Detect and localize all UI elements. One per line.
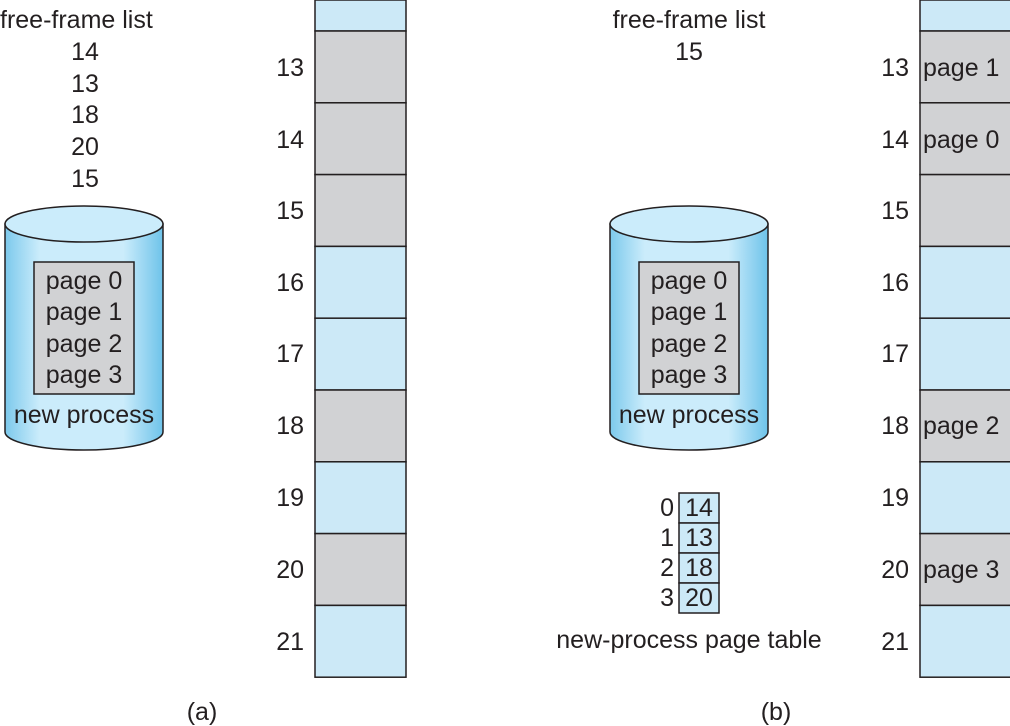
free-frame-a-4: 15 — [71, 165, 99, 193]
free-frame-list-title-a: free-frame list — [0, 6, 153, 34]
memory-frame-18 — [314, 389, 407, 463]
disk-page-a-3: page 3 — [45, 361, 123, 389]
disk-page-b-3: page 3 — [650, 361, 728, 389]
memory-frame-14 — [314, 102, 407, 176]
frame-number-b-15: 15 — [881, 197, 909, 225]
disk-page-b-1: page 1 — [650, 298, 728, 326]
page-table-frame-2: 18 — [685, 554, 713, 582]
frame-number-a-14: 14 — [276, 126, 304, 154]
frame-number-b-17: 17 — [881, 340, 909, 368]
memory-frame-21 — [314, 604, 407, 678]
memory-frame-13 — [314, 30, 407, 104]
frame-number-b-18: 18 — [881, 412, 909, 440]
disk-label-a: new process — [13, 401, 155, 429]
memory-frame-16 — [919, 245, 1010, 319]
disk-cylinder-b — [609, 205, 769, 451]
page-table-index-1: 1 — [660, 524, 674, 552]
memory-frame-21 — [919, 604, 1010, 678]
frame-number-a-20: 20 — [276, 556, 304, 584]
free-frame-a-2: 18 — [71, 101, 99, 129]
memory-frame-17 — [919, 317, 1010, 391]
memory-frame-19 — [314, 461, 407, 535]
disk-page-a-0: page 0 — [45, 267, 123, 295]
frame-number-b-16: 16 — [881, 269, 909, 297]
memory-frames-b — [919, 0, 1010, 678]
free-frame-a-0: 14 — [71, 38, 99, 66]
caption-a: (a) — [186, 698, 218, 726]
frame-content-b-18: page 2 — [923, 412, 1000, 440]
memory-frame-18 — [919, 389, 1010, 463]
memory-frame-19 — [919, 461, 1010, 535]
memory-frame-16 — [314, 245, 407, 319]
page-table-frame-1: 13 — [685, 524, 713, 552]
memory-frame-15 — [919, 173, 1010, 248]
free-frame-a-1: 13 — [71, 70, 99, 98]
disk-cylinder-a — [4, 205, 164, 451]
page-table-grid — [678, 492, 720, 614]
memory-frame-20 — [919, 532, 1010, 607]
memory-frame-13 — [919, 30, 1010, 104]
frame-content-b-20: page 3 — [923, 556, 1000, 584]
frame-content-b-13: page 1 — [923, 54, 1000, 82]
memory-frames-a — [314, 0, 407, 678]
disk-page-b-2: page 2 — [650, 330, 728, 358]
frame-content-b-14: page 0 — [923, 126, 1000, 154]
page-table-index-3: 3 — [660, 584, 674, 612]
memory-frame-14 — [919, 102, 1010, 176]
memory-frame-17 — [314, 317, 407, 391]
page-table-frame-0: 14 — [685, 494, 713, 522]
frame-number-a-17: 17 — [276, 340, 304, 368]
frame-number-a-19: 19 — [276, 484, 304, 512]
frame-number-a-16: 16 — [276, 269, 304, 297]
page-table-frame-3: 20 — [685, 584, 713, 612]
frame-number-a-18: 18 — [276, 412, 304, 440]
disk-page-b-0: page 0 — [650, 267, 728, 295]
caption-b: (b) — [760, 698, 792, 726]
page-table-index-2: 2 — [660, 554, 674, 582]
frame-number-b-21: 21 — [881, 628, 909, 656]
frame-number-b-14: 14 — [881, 126, 909, 154]
disk-page-a-1: page 1 — [45, 298, 123, 326]
memory-frame-15 — [314, 173, 407, 248]
page-table-label: new-process page table — [556, 626, 822, 654]
frame-number-b-13: 13 — [881, 54, 909, 82]
page-table-index-0: 0 — [660, 494, 674, 522]
frame-number-a-21: 21 — [276, 628, 304, 656]
disk-pages-box-b — [638, 261, 740, 395]
disk-pages-box-a — [33, 261, 135, 395]
memory-frame-top-b — [919, 0, 1010, 32]
frame-number-a-13: 13 — [276, 54, 304, 82]
free-frame-list-title-b: free-frame list — [612, 6, 766, 34]
disk-label-b: new process — [618, 401, 760, 429]
free-frame-a-3: 20 — [71, 133, 99, 161]
frame-number-b-19: 19 — [881, 484, 909, 512]
free-frame-b-0: 15 — [675, 38, 703, 66]
memory-frame-20 — [314, 532, 407, 607]
disk-page-a-2: page 2 — [45, 330, 123, 358]
frame-number-a-15: 15 — [276, 197, 304, 225]
memory-frame-top-a — [314, 0, 407, 32]
frame-number-b-20: 20 — [881, 556, 909, 584]
